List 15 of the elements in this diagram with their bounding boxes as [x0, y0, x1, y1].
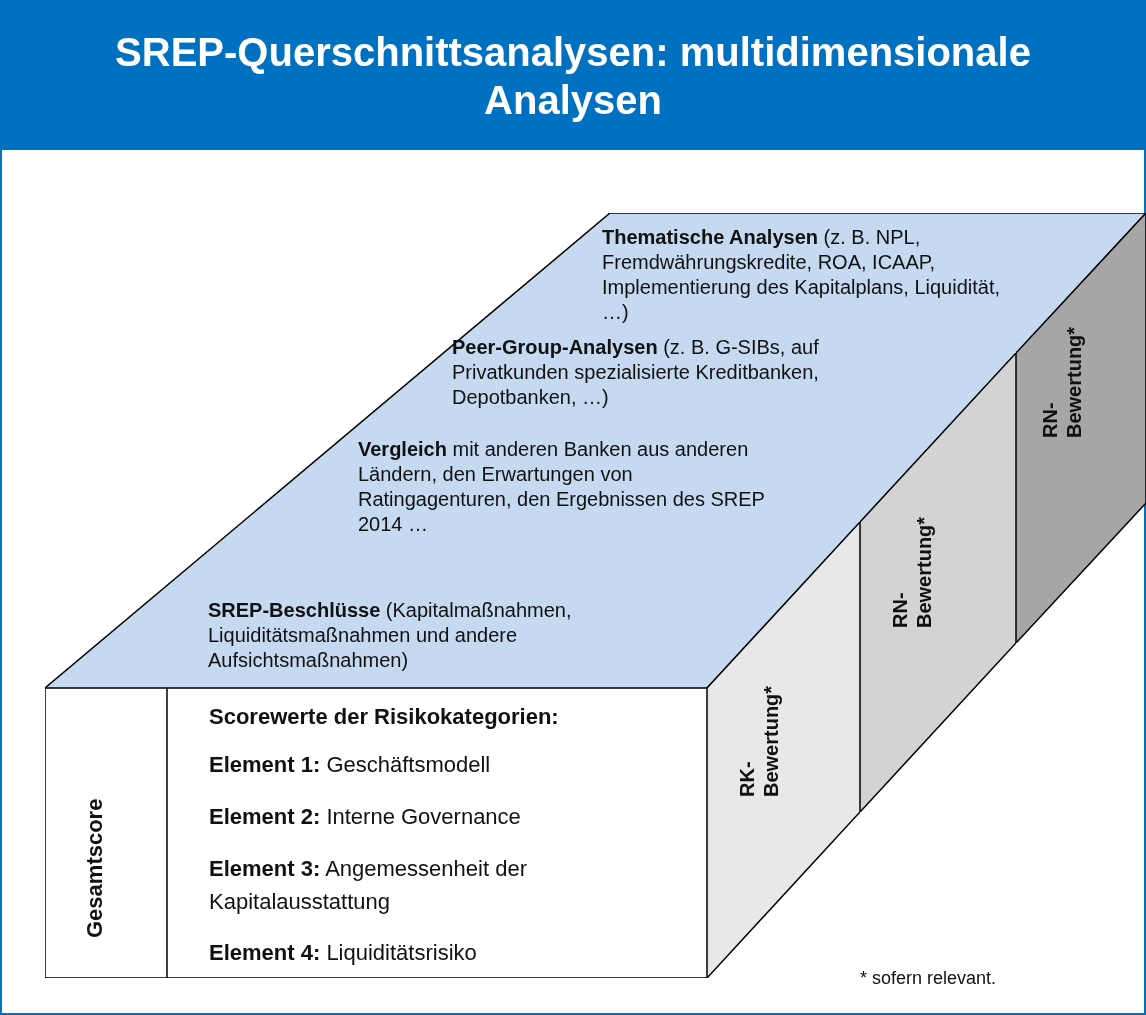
list-item: Element 1: Geschäftsmodell [209, 751, 492, 779]
panel-label: RK- Bewertung* [735, 684, 783, 797]
analysis-text: Thematische Analysen (z. B. NPL, Fremdwährungskredite, ROA, ICAAP, Implementierung des Kapitalplans, Liquidität, …) [602, 225, 1002, 325]
title-banner: SREP-Querschnittsanalysen: multidimensionale Analysen [2, 2, 1144, 150]
analysis-text: Vergleich mit anderen Banken aus anderen Ländern, den Erwartungen von Ratingagenturen, den Ergebnissen des SREP 2014 … [358, 437, 766, 537]
panel-label: RN- Bewertung* [888, 515, 936, 628]
list-item: Element 2: Interne Governance [209, 803, 522, 831]
heading-text: Scorewerte der Risikokategorien: [209, 703, 560, 731]
footnote: * sofern relevant. [860, 967, 997, 990]
analysis-text: Peer-Group-Analysen (z. B. G-SIBs, auf Privatkunden spezialisierte Kreditbanken, Depotbanken, …) [452, 335, 820, 410]
panel-label: Gesamtscore [83, 797, 107, 938]
list-item: Element 4: Liquiditätsrisiko [209, 939, 478, 967]
panel-label: RN- Bewertung* [1038, 325, 1086, 438]
analysis-text: SREP-Beschlüsse (Kapitalmaßnahmen, Liquiditätsmaßnahmen und andere Aufsichtsmaßnahmen) [208, 598, 573, 673]
list-item: Element 3: Angemessenheit der Kapitalausstattung [209, 855, 528, 916]
